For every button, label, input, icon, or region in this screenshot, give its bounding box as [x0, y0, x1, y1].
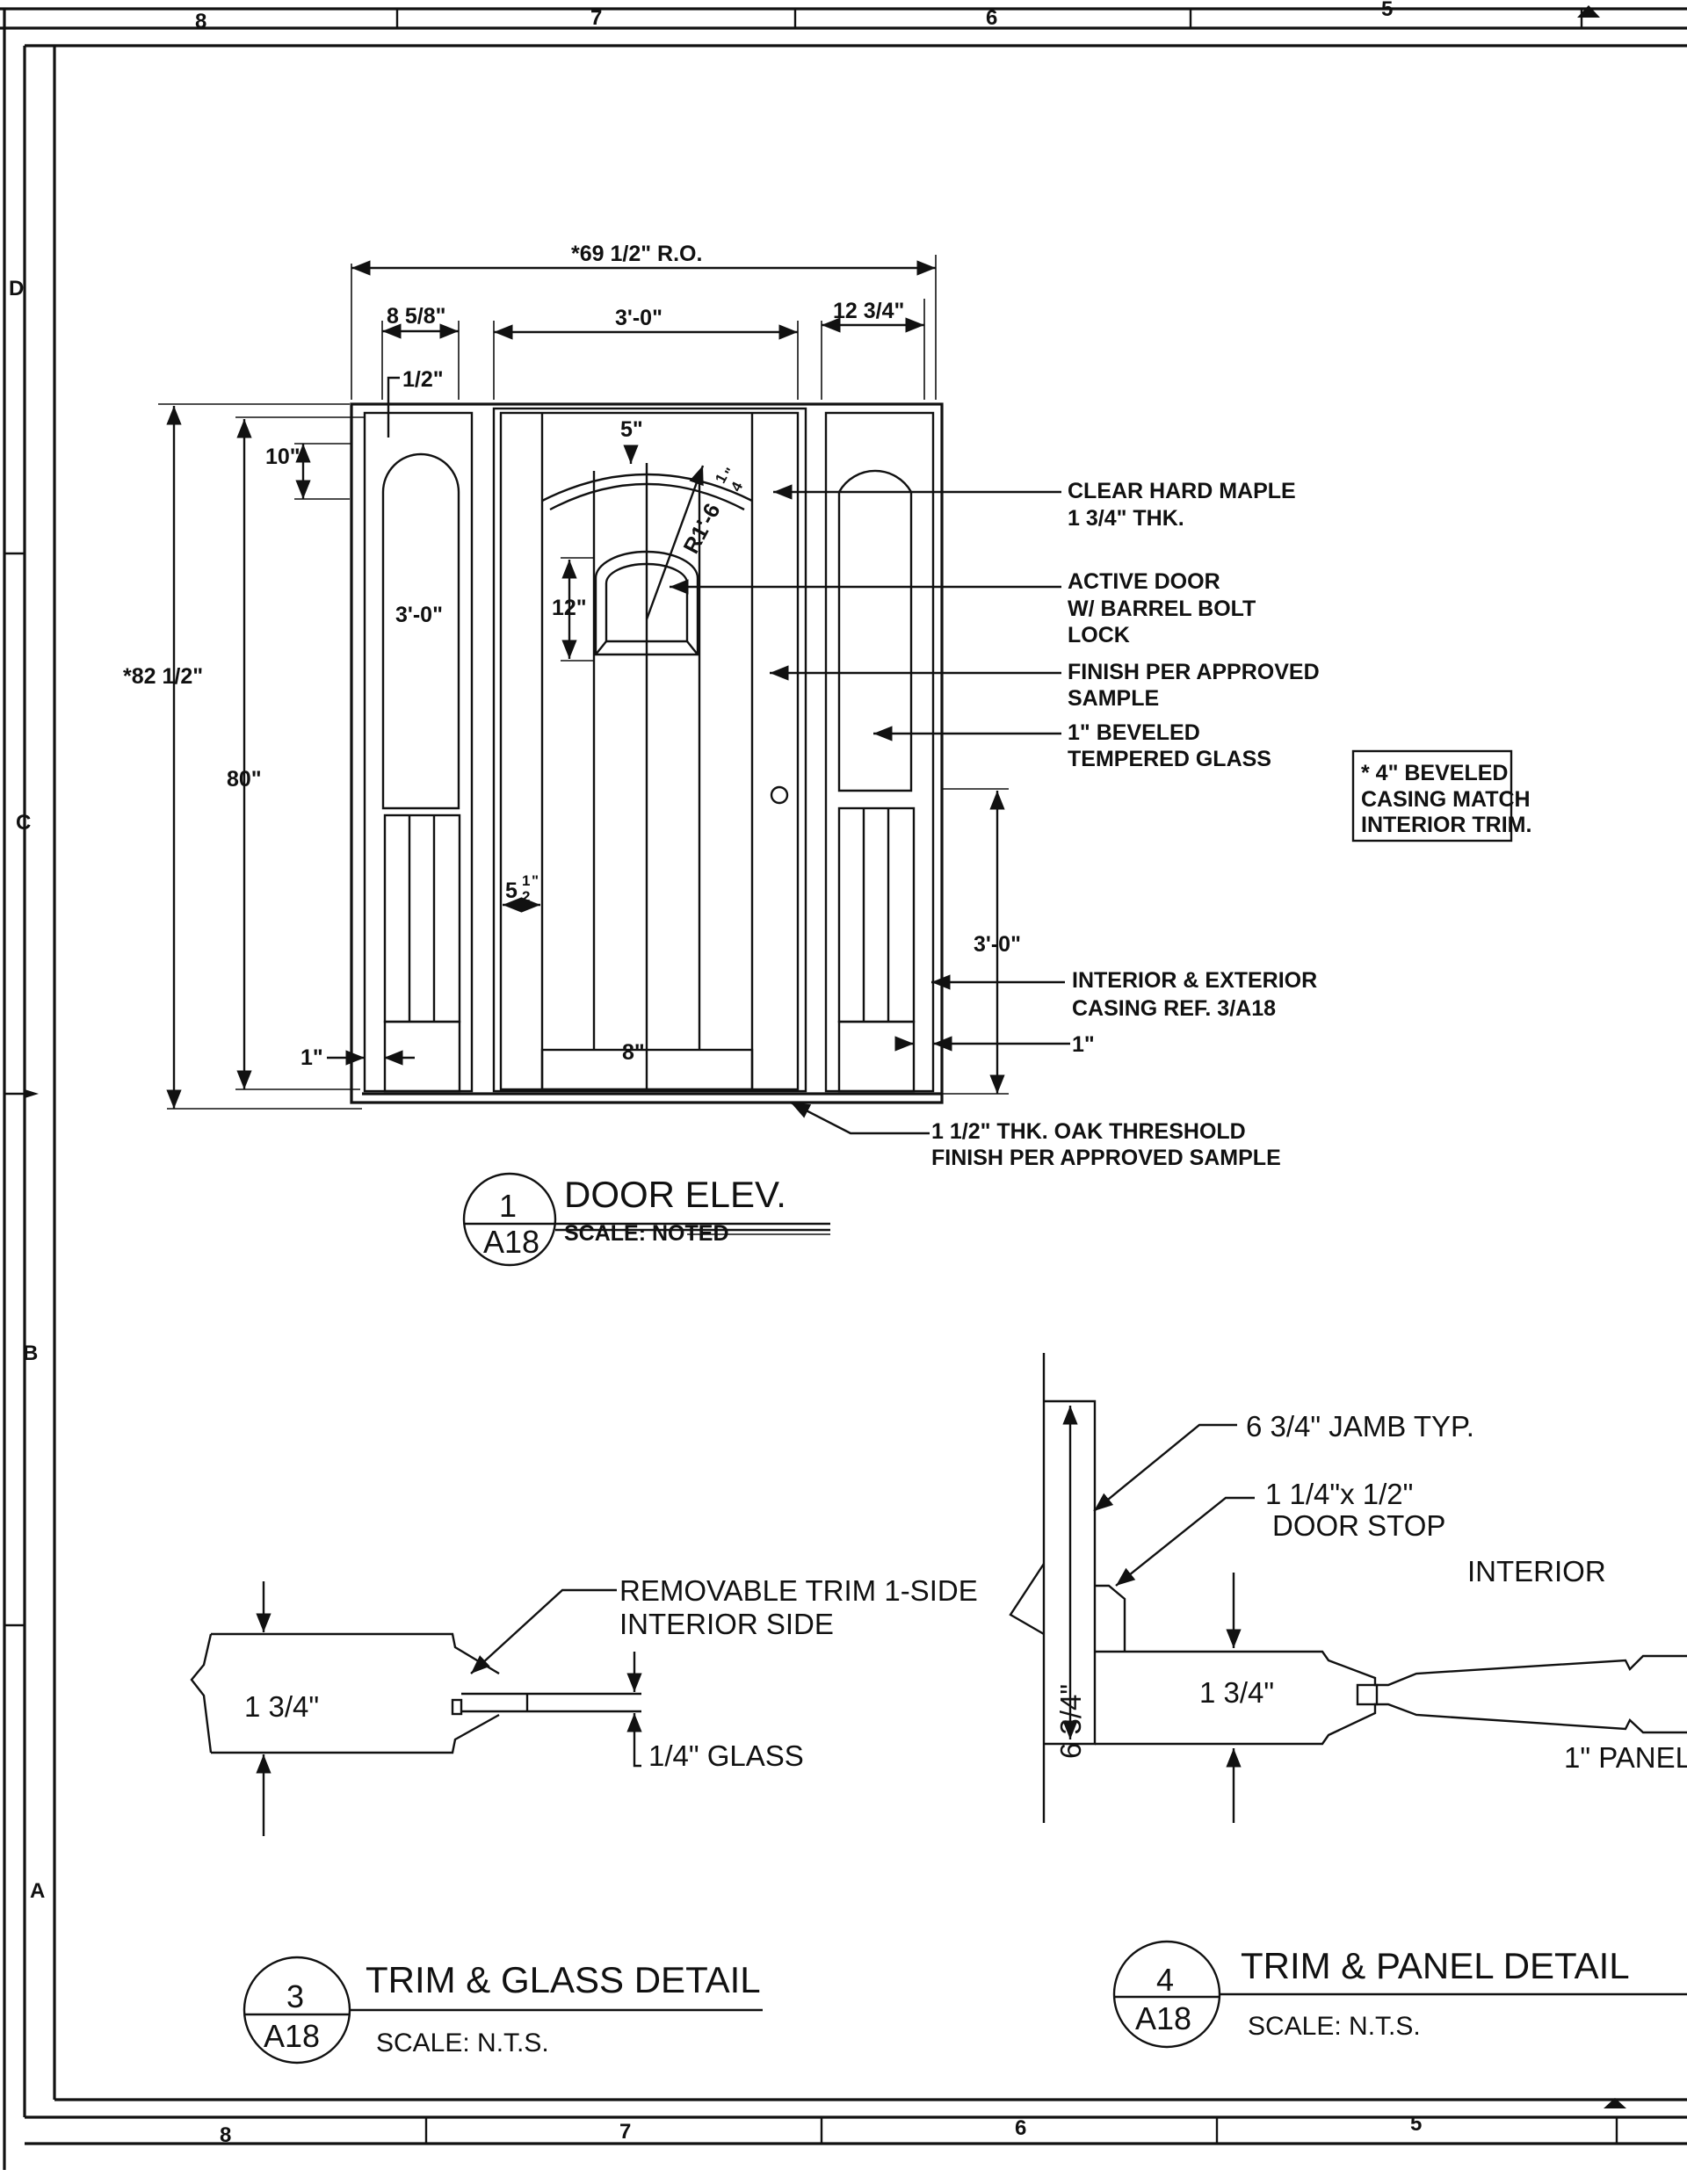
note-casing-2: CASING REF. 3/A18 — [1072, 996, 1276, 1021]
dim-right-sidelite-width: 12 3/4" — [833, 299, 904, 323]
note-threshold-1: 1 1/2" THK. OAK THRESHOLD — [931, 1119, 1246, 1144]
note-active-1: ACTIVE DOOR — [1068, 569, 1220, 594]
dim-stile-whole: 5 — [505, 879, 518, 903]
title-block-door-elev: 1 A18 DOOR ELEV. SCALE: NOTED — [462, 1172, 830, 1267]
detail-4-stop-1: 1 1/4"x 1/2" — [1265, 1478, 1413, 1510]
dim-door-width: 3'-0" — [615, 306, 662, 330]
title-1-title: DOOR ELEV. — [564, 1174, 786, 1215]
detail-trim-glass: 1 3/4" REMOVABLE TRIM 1-SIDE INTERIOR SI… — [190, 1574, 978, 1836]
dim-sidelite-glass-height: 3'-0" — [395, 603, 443, 627]
casing-box-line-3: INTERIOR TRIM. — [1361, 813, 1531, 837]
note-glass-1: 1" BEVELED — [1068, 720, 1200, 745]
active-door — [492, 407, 807, 1093]
note-active-3: LOCK — [1068, 623, 1130, 647]
door-elevation — [350, 402, 944, 1104]
grid-col-top-5: 5 — [1381, 0, 1393, 21]
door-dimensions: *69 1/2" R.O. 8 5/8" 3'-0" 12 3/4" 1/2" … — [123, 242, 1095, 1110]
dim-rough-opening-width: *69 1/2" R.O. — [571, 242, 702, 266]
dim-stile-den: 2 — [522, 888, 530, 905]
dim-arch-radius: R1'-6 — [679, 500, 726, 558]
door-outer-frame — [350, 402, 944, 1104]
detail-3-trim-2: INTERIOR SIDE — [619, 1608, 834, 1640]
title-4-number: 4 — [1156, 1962, 1174, 1998]
detail-4-interior: INTERIOR — [1467, 1555, 1606, 1587]
left-sidelite — [363, 411, 474, 1093]
title-block-trim-glass: 3 A18 TRIM & GLASS DETAIL SCALE: N.T.S. — [243, 1956, 763, 2065]
grid-col-bottom-8: 8 — [220, 2123, 231, 2147]
detail-3-thickness: 1 3/4" — [244, 1690, 319, 1723]
dim-stile-unit: " — [532, 872, 539, 889]
detail-3-glass: 1/4" GLASS — [648, 1739, 804, 1772]
grid-row-b: B — [23, 1341, 38, 1365]
note-maple-1: CLEAR HARD MAPLE — [1068, 479, 1296, 503]
title-3-title: TRIM & GLASS DETAIL — [366, 1959, 761, 2000]
note-threshold-2: FINISH PER APPROVED SAMPLE — [931, 1146, 1281, 1170]
note-finish-2: SAMPLE — [1068, 686, 1159, 711]
note-finish-1: FINISH PER APPROVED — [1068, 660, 1320, 684]
grid-col-bottom-6: 6 — [1015, 2116, 1026, 2140]
dim-arch-rise: 5" — [620, 417, 643, 442]
title-3-scale: SCALE: N.T.S. — [376, 2029, 549, 2057]
grid-row-a: A — [30, 1879, 45, 1903]
door-window — [594, 550, 699, 656]
title-3-sheet: A18 — [264, 2018, 320, 2054]
sheet-border — [0, 5, 1687, 2170]
note-active-2: W/ BARREL BOLT — [1068, 597, 1256, 621]
dim-door-height: 80" — [227, 767, 262, 792]
title-4-title: TRIM & PANEL DETAIL — [1241, 1945, 1630, 1986]
dim-half-inch: 1/2" — [402, 367, 444, 392]
dim-right-panel-height: 3'-0" — [974, 932, 1021, 957]
title-1-number: 1 — [499, 1188, 517, 1224]
dim-bottom-rail: 8" — [622, 1040, 645, 1065]
grid-row-c: C — [16, 811, 31, 835]
title-4-scale: SCALE: N.T.S. — [1248, 2012, 1421, 2041]
grid-labels: 8 7 6 5 8 7 6 5 D C B A — [9, 0, 1422, 2147]
dim-left-one-inch: 1" — [300, 1045, 323, 1070]
casing-note-box: * 4" BEVELED CASING MATCH INTERIOR TRIM. — [1351, 749, 1531, 843]
door-notes: CLEAR HARD MAPLE 1 3/4" THK. ACTIVE DOOR… — [670, 479, 1320, 1170]
grid-col-top-7: 7 — [590, 6, 602, 30]
grid-col-bottom-5: 5 — [1410, 2112, 1422, 2136]
door-knob — [770, 785, 789, 805]
title-1-scale: SCALE: NOTED — [564, 1221, 729, 1246]
note-glass-2: TEMPERED GLASS — [1068, 747, 1271, 771]
detail-4-stop-2: DOOR STOP — [1272, 1509, 1445, 1542]
dim-left-sidelite-width: 8 5/8" — [387, 304, 445, 329]
note-casing-1: INTERIOR & EXTERIOR — [1072, 968, 1317, 993]
dim-right-one-inch: 1" — [1072, 1032, 1095, 1057]
detail-trim-panel: 6 3/4" 1 3/4" 6 3/4" JAMB TYP. 1 1/4"x 1… — [1009, 1353, 1687, 1823]
title-4-sheet: A18 — [1135, 2000, 1191, 2036]
grid-col-bottom-7: 7 — [619, 2120, 631, 2144]
detail-4-jamb-depth: 6 3/4" — [1054, 1684, 1087, 1759]
casing-box-line-1: * 4" BEVELED — [1361, 761, 1508, 785]
left-sidelite-glass — [381, 452, 460, 810]
detail-4-jamb: 6 3/4" JAMB TYP. — [1246, 1410, 1474, 1443]
title-3-number: 3 — [286, 1978, 304, 2014]
grid-col-top-8: 8 — [195, 10, 206, 33]
detail-4-panel: 1" PANEL — [1564, 1741, 1687, 1774]
dim-top-rail: 10" — [265, 445, 300, 469]
dim-window-height: 12" — [552, 596, 587, 620]
title-block-trim-panel: 4 A18 TRIM & PANEL DETAIL SCALE: N.T.S. — [1112, 1940, 1687, 2049]
right-sidelite — [824, 411, 935, 1093]
detail-3-trim-1: REMOVABLE TRIM 1-SIDE — [619, 1574, 978, 1607]
right-sidelite-glass — [837, 469, 913, 792]
grid-row-d: D — [9, 277, 24, 300]
detail-4-thickness: 1 3/4" — [1199, 1676, 1274, 1709]
dim-rough-opening-height: *82 1/2" — [123, 664, 203, 689]
grid-col-top-6: 6 — [986, 6, 997, 30]
casing-box-line-2: CASING MATCH — [1361, 787, 1531, 812]
dim-stile-num: 1 — [522, 872, 530, 889]
note-maple-2: 1 3/4" THK. — [1068, 506, 1184, 531]
title-1-sheet: A18 — [483, 1224, 539, 1260]
